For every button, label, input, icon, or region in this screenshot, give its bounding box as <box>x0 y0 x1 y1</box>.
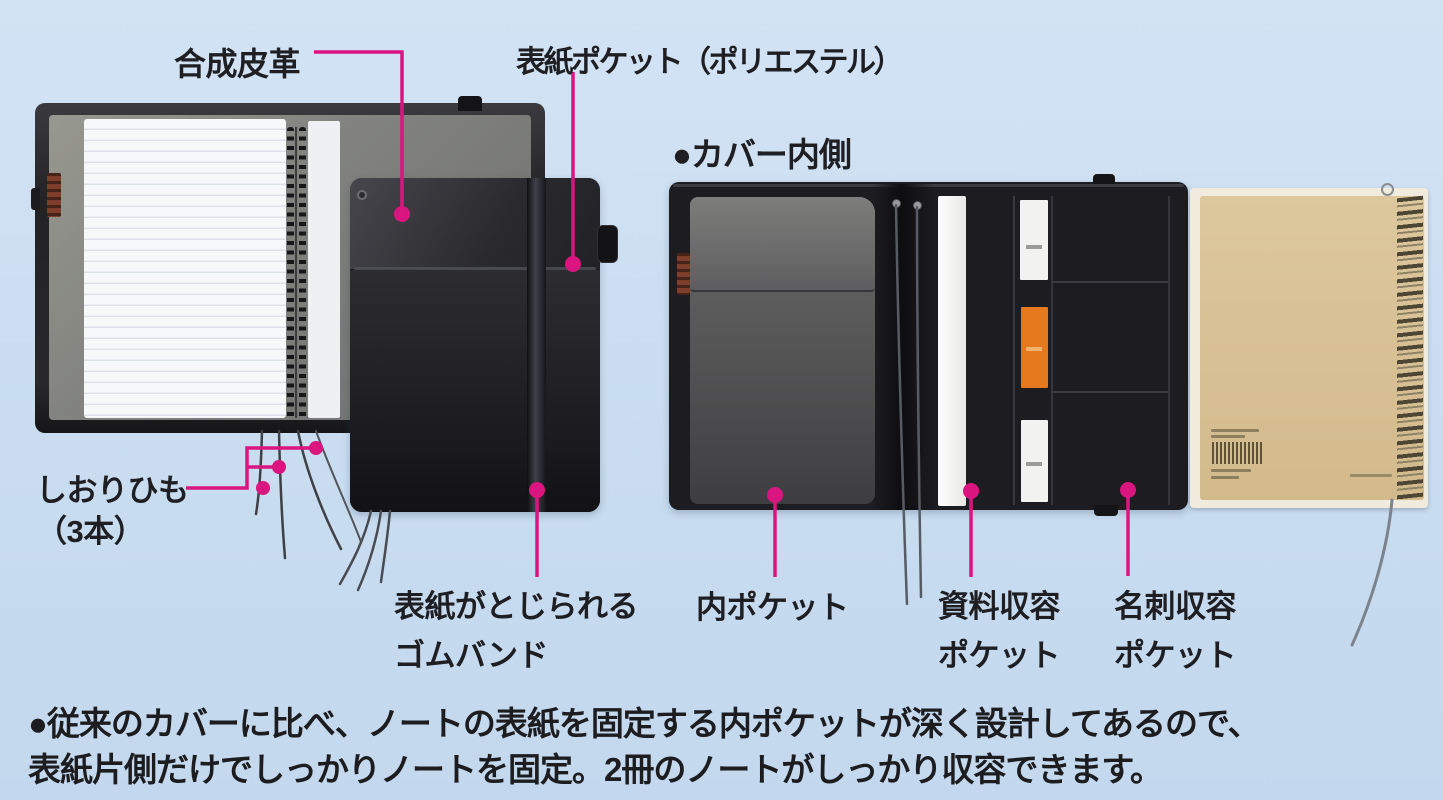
label-document-pocket-line2: ポケット <box>938 638 1061 673</box>
connector-bookmark-strings <box>186 446 316 490</box>
bookmark-strings-front <box>338 509 392 592</box>
string-grommet <box>913 201 922 210</box>
bookmark-strings-left <box>254 429 362 560</box>
description-line2: 表紙片側だけでしっかりノートを固定。2冊のノートがしっかり収容できます。 <box>28 751 1163 788</box>
stitch-seam <box>1013 196 1015 505</box>
label-elastic-band-line1: 表紙がとじられる <box>394 589 639 624</box>
grommet <box>357 190 367 200</box>
label-bookmark-strings-line1: しおりひも <box>36 473 189 508</box>
stitch-seam <box>1051 196 1053 505</box>
card-print-mark <box>1026 347 1042 351</box>
label-bookmark-strings-line2: （3本） <box>36 514 145 549</box>
description-line1: ●従来のカバーに比べ、ノートの表紙を固定する内ポケットが深く設計してあるので、 <box>28 705 1261 742</box>
label-document-pocket-line1: 資料収容 <box>938 589 1061 624</box>
label-card-pocket-line1: 名刺収容 <box>1114 589 1237 624</box>
label-inner-pocket: 内ポケット <box>696 590 849 625</box>
label-bookmark-strings: しおりひも （3本） <box>36 470 189 552</box>
fine-print-line <box>1211 476 1239 479</box>
cover-inside-top-tab <box>1093 174 1115 184</box>
string-grommet <box>892 199 901 208</box>
section-heading-cover-inside: ●カバー内側 <box>672 136 852 173</box>
pointer-dot-bookmark-1 <box>309 441 323 455</box>
stitch-seam <box>1051 281 1168 283</box>
brand-tag-inside <box>677 253 690 295</box>
spiral-wire-loop <box>1381 183 1394 196</box>
stitch-seam <box>1051 391 1168 393</box>
fine-print-line <box>1211 429 1259 432</box>
elastic-band <box>527 178 546 512</box>
pen-loop <box>597 225 618 263</box>
cover-inside-bottom-tab <box>1094 505 1118 516</box>
fine-print-line <box>1211 435 1245 438</box>
business-card-white <box>1021 420 1048 502</box>
cover-inside-spine-shadow <box>872 184 936 510</box>
card-print-mark <box>1026 245 1042 249</box>
label-elastic-band-line2: ゴムバンド <box>394 638 549 673</box>
fine-print-line <box>1350 474 1392 477</box>
cover-edge-clip <box>31 188 40 210</box>
stitch-seam <box>1168 196 1170 505</box>
label-card-pocket-line2: ポケット <box>1114 638 1237 673</box>
label-synthetic-leather: 合成皮革 <box>174 46 301 82</box>
kraft-notebook-spiral-coil <box>1397 195 1423 501</box>
label-elastic-band: 表紙がとじられる ゴムバンド <box>394 582 639 680</box>
label-cover-pocket: 表紙ポケット（ポリエステル） <box>516 46 904 79</box>
label-document-pocket: 資料収容 ポケット <box>938 582 1061 680</box>
pointer-dot-bookmark-2 <box>272 460 286 474</box>
bookmark-string-kraft <box>1350 498 1394 647</box>
cover-front-pocket <box>350 270 600 512</box>
card-print-mark <box>1026 462 1042 466</box>
inner-pocket-flap <box>690 197 875 292</box>
spiral-binding-left-column <box>287 127 294 418</box>
notebook-page-edge <box>308 121 340 418</box>
cover-top-tab <box>458 96 482 111</box>
document-in-pocket <box>938 196 966 506</box>
description-paragraph: ●従来のカバーに比べ、ノートの表紙を固定する内ポケットが深く設計してあるので、 … <box>28 701 1261 793</box>
business-card-white <box>1020 200 1048 280</box>
pointer-dot-bookmark-3 <box>256 481 270 495</box>
lined-notebook-page <box>84 119 286 418</box>
fine-print-line <box>1211 469 1251 472</box>
barcode <box>1212 442 1262 464</box>
pocket-seam-highlight <box>354 267 596 270</box>
synthetic-leather-flap <box>350 178 600 269</box>
label-card-pocket: 名刺収容 ポケット <box>1114 582 1237 680</box>
spiral-binding-right-column <box>299 127 306 418</box>
brand-tag <box>47 173 61 217</box>
spiral-binding-spine <box>295 127 297 418</box>
